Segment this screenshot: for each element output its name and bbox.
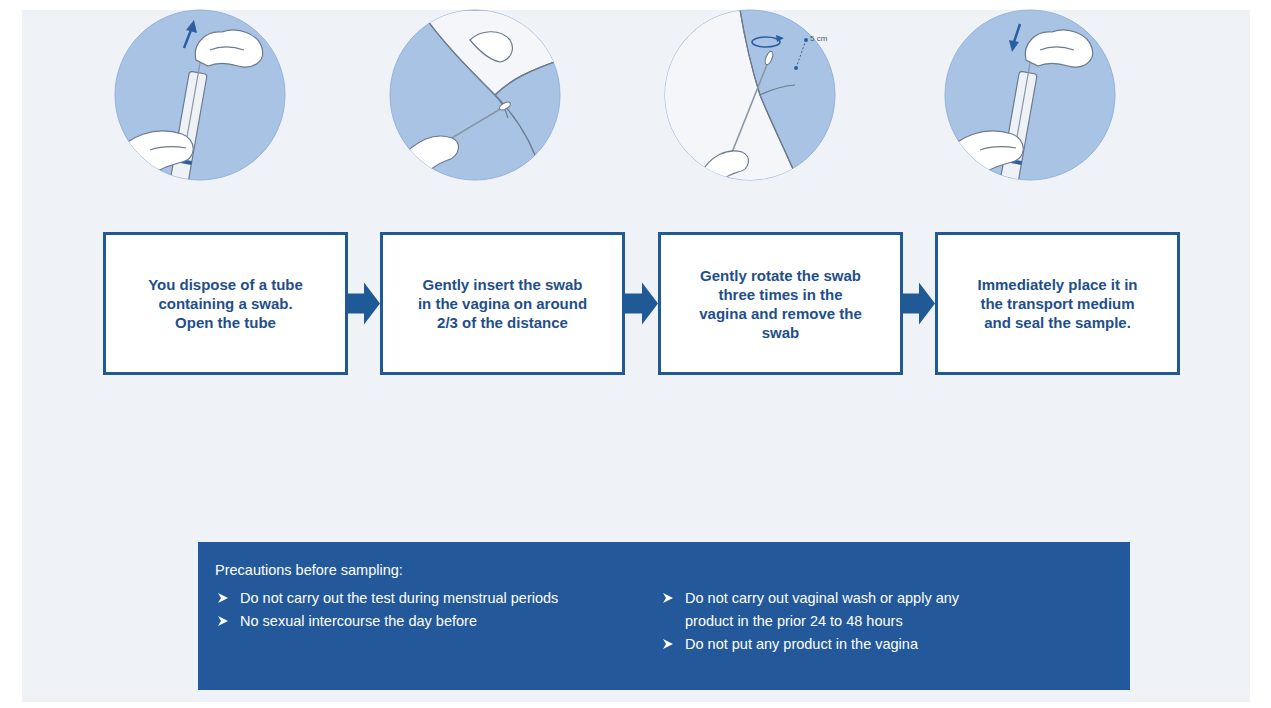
step-box: Gently rotate the swab three times in th… bbox=[658, 232, 903, 375]
arrow-head bbox=[186, 20, 197, 33]
hand bbox=[195, 30, 262, 67]
precaution-item: No sexual intercourse the day before bbox=[240, 610, 660, 633]
dimension-label: 5 cm bbox=[810, 34, 827, 43]
precaution-item: Do not put any product in the vagina bbox=[685, 633, 1105, 656]
finger-line bbox=[1040, 47, 1074, 50]
open-tube-illustration bbox=[104, 10, 290, 200]
panel-heading: Precautions before sampling: bbox=[215, 559, 715, 582]
finger-line bbox=[150, 147, 186, 150]
flow-arrow bbox=[348, 283, 380, 325]
hand bbox=[1025, 30, 1092, 67]
direction-arrow bbox=[1014, 24, 1020, 42]
direction-arrow bbox=[184, 30, 191, 48]
step-text: Gently rotate the swab three times in th… bbox=[695, 266, 867, 342]
precaution-item: Do not carry out the test during menstru… bbox=[240, 587, 660, 610]
flow-arrow bbox=[903, 283, 935, 325]
step-box: You dispose of a tube containing a swab.… bbox=[103, 232, 348, 375]
hand bbox=[104, 131, 193, 190]
step-box: Gently insert the swab in the vagina on … bbox=[380, 232, 625, 375]
rotation-arrow bbox=[752, 37, 780, 47]
tube bbox=[997, 59, 1039, 200]
bullet-arrow bbox=[218, 616, 228, 626]
precautions-panel: Precautions before sampling: Do not carry… bbox=[198, 542, 1130, 690]
step-box: Immediately place it in the transport me… bbox=[935, 232, 1180, 375]
finger-line bbox=[210, 47, 244, 50]
bullet-arrow bbox=[218, 593, 228, 603]
tube bbox=[167, 59, 209, 200]
body-outline bbox=[495, 60, 560, 95]
finger-line bbox=[980, 147, 1016, 150]
hand bbox=[470, 32, 512, 62]
body-outline bbox=[740, 10, 800, 185]
dimension-dot bbox=[794, 66, 798, 70]
arrow-head bbox=[1009, 40, 1019, 52]
seal-tube-illustration bbox=[934, 10, 1120, 200]
hand bbox=[695, 151, 748, 190]
body-area bbox=[380, 10, 560, 95]
insert-swab-illustration bbox=[380, 10, 560, 190]
swab-tip bbox=[764, 50, 775, 65]
hand bbox=[934, 131, 1023, 190]
arrow-head bbox=[776, 35, 784, 42]
step-text: Immediately place it in the transport me… bbox=[972, 275, 1144, 332]
bullet-arrow bbox=[663, 639, 673, 649]
flow-arrow bbox=[625, 283, 658, 325]
step-text: You dispose of a tube containing a swab.… bbox=[140, 275, 312, 332]
swab-tip bbox=[498, 100, 511, 111]
bullet-arrow bbox=[663, 593, 673, 603]
anatomy-line bbox=[760, 85, 795, 95]
rotate-swab-illustration bbox=[660, 10, 800, 190]
dimension-line bbox=[796, 40, 806, 68]
dimension-dot bbox=[804, 38, 808, 42]
precaution-item: Do not carry out vaginal wash or apply a… bbox=[685, 587, 980, 633]
step-text: Gently insert the swab in the vagina on … bbox=[417, 275, 589, 332]
background-panel bbox=[22, 10, 1250, 702]
hand bbox=[392, 136, 458, 190]
